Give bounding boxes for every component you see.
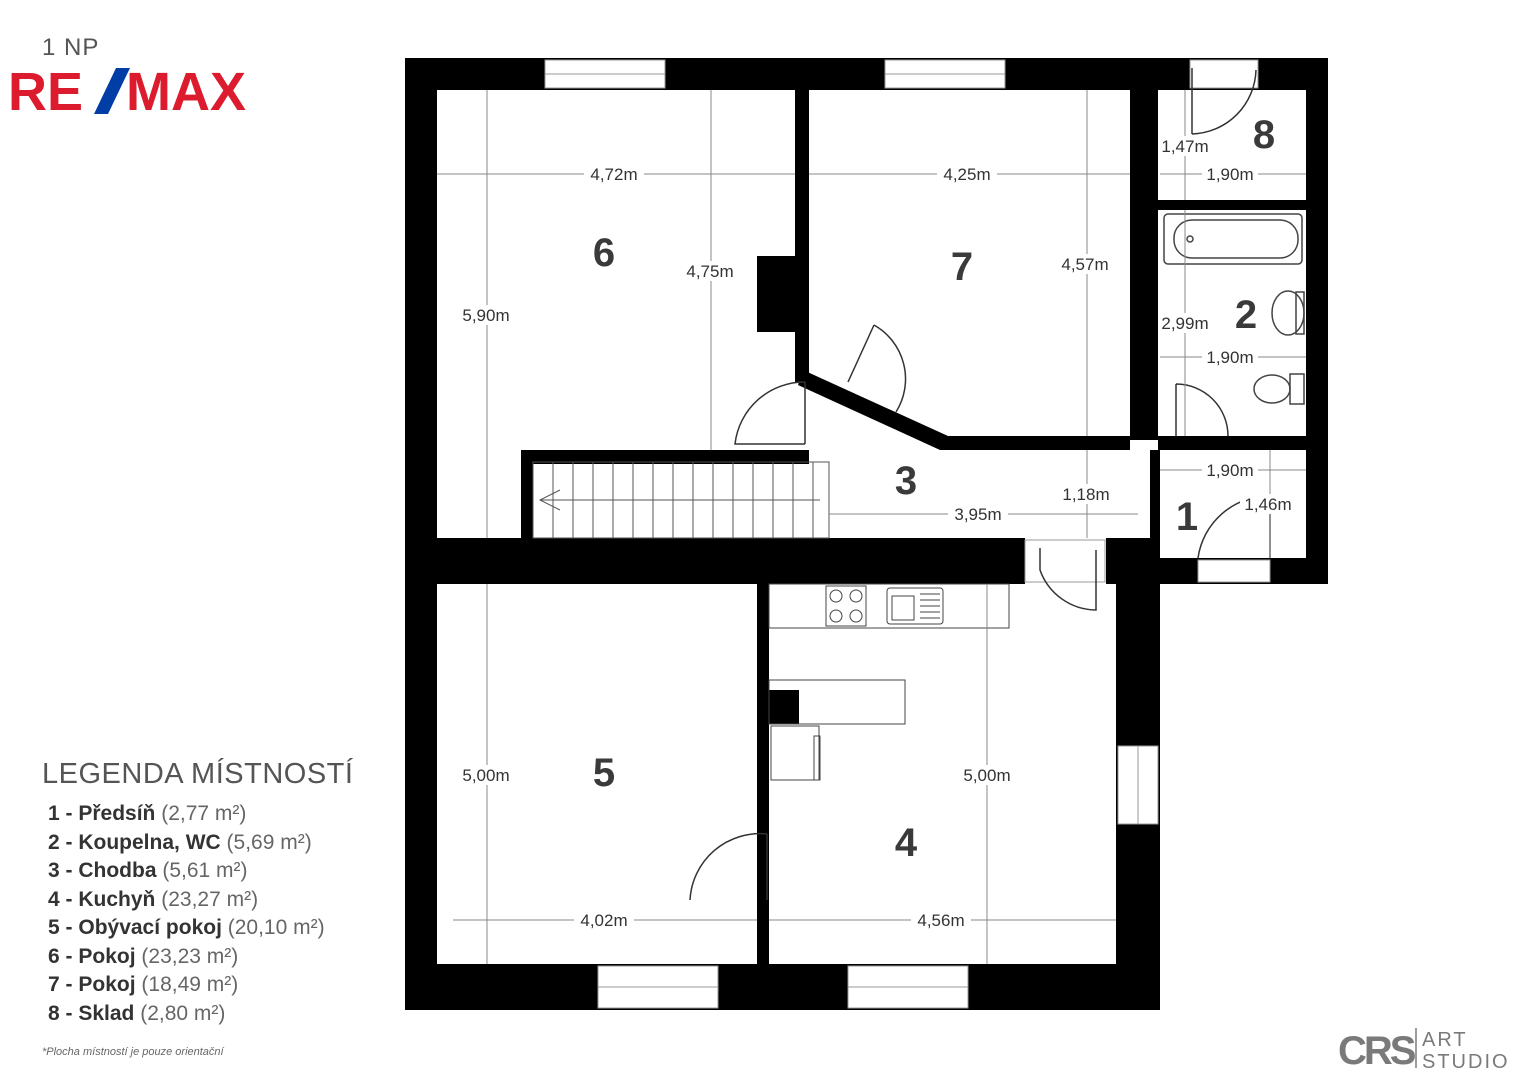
crs-art-studio-logo: CRS ART STUDIO	[1338, 1028, 1510, 1072]
room-number-7: 7	[951, 245, 973, 289]
svg-text:STUDIO: STUDIO	[1422, 1051, 1510, 1072]
dim-r8-width: 1,90m	[1206, 165, 1253, 184]
dim-r8-height: 1,47m	[1161, 137, 1208, 156]
legend-item: 2 - Koupelna, WC (5,69 m²)	[48, 830, 312, 854]
legend-item: 8 - Sklad (2,80 m²)	[48, 1001, 226, 1025]
window-frames	[545, 73, 1139, 988]
legend-title: LEGENDA MÍSTNOSTÍ	[42, 758, 354, 790]
legend-item: 6 - Pokoj (23,23 m²)	[48, 944, 239, 968]
dim-r4-width: 4,56m	[917, 911, 964, 930]
legend-item: 1 - Předsíň (2,77 m²)	[48, 802, 247, 825]
room-number-6: 6	[593, 231, 615, 275]
dim-r3-width: 1,18m	[1062, 485, 1109, 504]
room-number-5: 5	[593, 751, 615, 795]
area-note: *Plocha místností je pouze orientační	[42, 1046, 224, 1058]
dim-r1-height: 1,46m	[1244, 495, 1291, 514]
dim-r7-width: 4,25m	[943, 165, 990, 184]
dim-r6-width: 4,72m	[590, 165, 637, 184]
dimension-label-bg	[457, 136, 1296, 930]
legend-item: 4 - Kuchyň (23,27 m²)	[48, 887, 259, 911]
bathroom-fixtures	[1163, 213, 1305, 405]
svg-text:RE: RE	[8, 62, 83, 118]
dim-r4-height: 5,00m	[963, 766, 1010, 785]
svg-text:MAX: MAX	[126, 62, 246, 118]
dim-r6-height: 5,90m	[462, 306, 509, 325]
legend-item: 3 - Chodba (5,61 m²)	[48, 859, 248, 882]
legend-item: 7 - Pokoj (18,49 m²)	[48, 973, 239, 996]
walls	[405, 58, 1328, 1010]
dim-r7-height: 4,57m	[1061, 255, 1108, 274]
room-legend: 1 - Předsíň (2,77 m²) 2 - Koupelna, WC (…	[48, 800, 325, 1028]
room-number-1: 1	[1176, 495, 1198, 539]
svg-text:CRS: CRS	[1338, 1029, 1416, 1072]
room-number-4: 4	[895, 821, 918, 865]
floor-label: 1 NP	[42, 34, 100, 61]
legend-item: 5 - Obývací pokoj (20,10 m²)	[48, 916, 325, 939]
dim-r5-height: 5,00m	[462, 766, 509, 785]
dim-r3-length: 3,95m	[954, 505, 1001, 524]
dim-r2-width: 1,90m	[1206, 348, 1253, 367]
dim-r6-inner: 4,75m	[686, 262, 733, 281]
dim-r5-width: 4,02m	[580, 911, 627, 930]
kitchen-fixtures	[768, 583, 1010, 781]
room-number-8: 8	[1253, 113, 1275, 157]
remax-logo: RE MAX	[8, 62, 246, 118]
diagonal-wall	[798, 370, 948, 450]
dim-r2-height: 2,99m	[1161, 314, 1208, 333]
room-number-2: 2	[1235, 293, 1257, 337]
svg-text:ART: ART	[1422, 1029, 1468, 1051]
room-number-3: 3	[895, 459, 917, 503]
stairs	[532, 461, 830, 539]
dim-r1-width: 1,90m	[1206, 461, 1253, 480]
